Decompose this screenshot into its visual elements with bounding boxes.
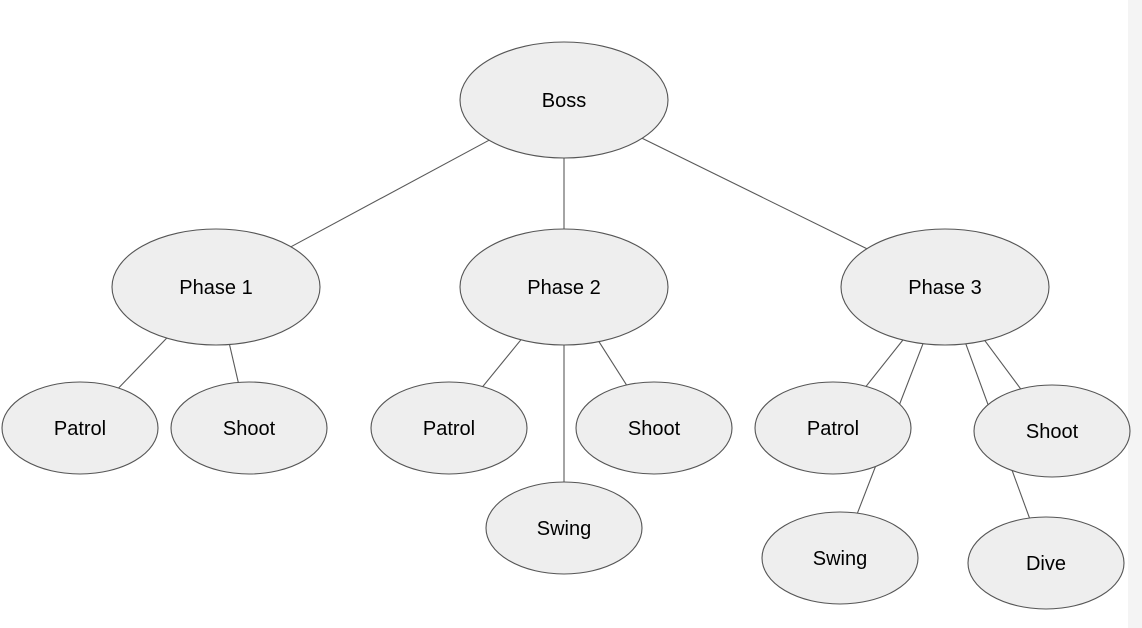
edge-phase1-to-p1-patrol [118,337,168,389]
node-p3-patrol: Patrol [754,381,912,475]
node-label: Boss [542,90,586,112]
node-ellipse [761,511,919,605]
node-ellipse [840,228,1050,346]
node-ellipse [1,381,159,475]
node-ellipse [459,228,669,346]
node-ellipse [170,381,328,475]
node-ellipse [370,381,528,475]
node-label: Shoot [223,418,276,440]
node-phase3: Phase 3 [840,228,1050,346]
node-p1-shoot: Shoot [170,381,328,475]
node-p2-shoot: Shoot [575,381,733,475]
node-p3-swing: Swing [761,511,919,605]
node-ellipse [754,381,912,475]
node-label: Dive [1026,553,1066,575]
node-label: Patrol [423,418,475,440]
node-phase2: Phase 2 [459,228,669,346]
node-phase1: Phase 1 [111,228,321,346]
edge-phase3-to-p3-shoot [984,340,1022,390]
node-boss: Boss [459,41,669,159]
node-label: Phase 2 [527,277,600,299]
node-label: Patrol [807,418,859,440]
node-ellipse [459,41,669,159]
node-ellipse [967,516,1125,610]
node-label: Shoot [628,418,681,440]
node-label: Swing [537,518,591,540]
edge-phase2-to-p2-patrol [482,339,522,387]
node-ellipse [485,481,643,575]
node-label: Patrol [54,418,106,440]
node-p3-dive: Dive [967,516,1125,610]
node-p2-patrol: Patrol [370,381,528,475]
node-p1-patrol: Patrol [1,381,159,475]
node-ellipse [575,381,733,475]
node-ellipse [973,384,1131,478]
node-label: Shoot [1026,421,1079,443]
edge-phase2-to-p2-shoot [598,341,627,386]
node-p3-shoot: Shoot [973,384,1131,478]
node-label: Phase 3 [908,277,981,299]
node-ellipse [111,228,321,346]
scroll-gutter [1128,0,1142,628]
node-p2-swing: Swing [485,481,643,575]
edge-phase1-to-p1-shoot [228,344,239,383]
edge-phase3-to-p3-patrol [865,339,904,387]
node-label: Swing [813,548,867,570]
node-label: Phase 1 [179,277,252,299]
edge-boss-to-phase1 [290,139,490,248]
edge-boss-to-phase3 [641,137,868,250]
